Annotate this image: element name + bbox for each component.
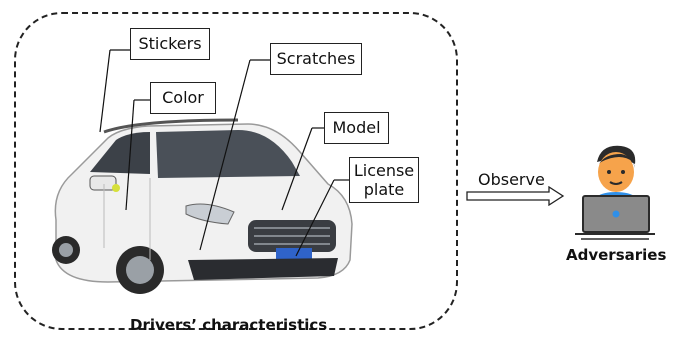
observe-label: Observe <box>478 170 545 189</box>
license-plate-label-line2: plate <box>363 180 405 199</box>
license-plate-label: License plate <box>349 157 419 203</box>
stickers-label-text: Stickers <box>138 33 202 53</box>
model-label: Model <box>324 112 389 144</box>
model-label-text: Model <box>332 117 381 137</box>
license-plate-label-line1: License <box>353 160 415 180</box>
drivers-characteristics-caption: Drivers’ characteristics <box>130 316 328 334</box>
stickers-label: Stickers <box>130 28 210 60</box>
person-at-laptop-icon <box>575 145 655 240</box>
scratches-label: Scratches <box>270 43 362 75</box>
observe-arrow-icon <box>466 186 565 206</box>
adversaries-label: Adversaries <box>566 246 667 264</box>
color-label: Color <box>150 82 216 114</box>
drivers-characteristics-boundary <box>14 12 458 330</box>
scratches-label-text: Scratches <box>276 48 356 68</box>
color-label-text: Color <box>162 87 204 107</box>
